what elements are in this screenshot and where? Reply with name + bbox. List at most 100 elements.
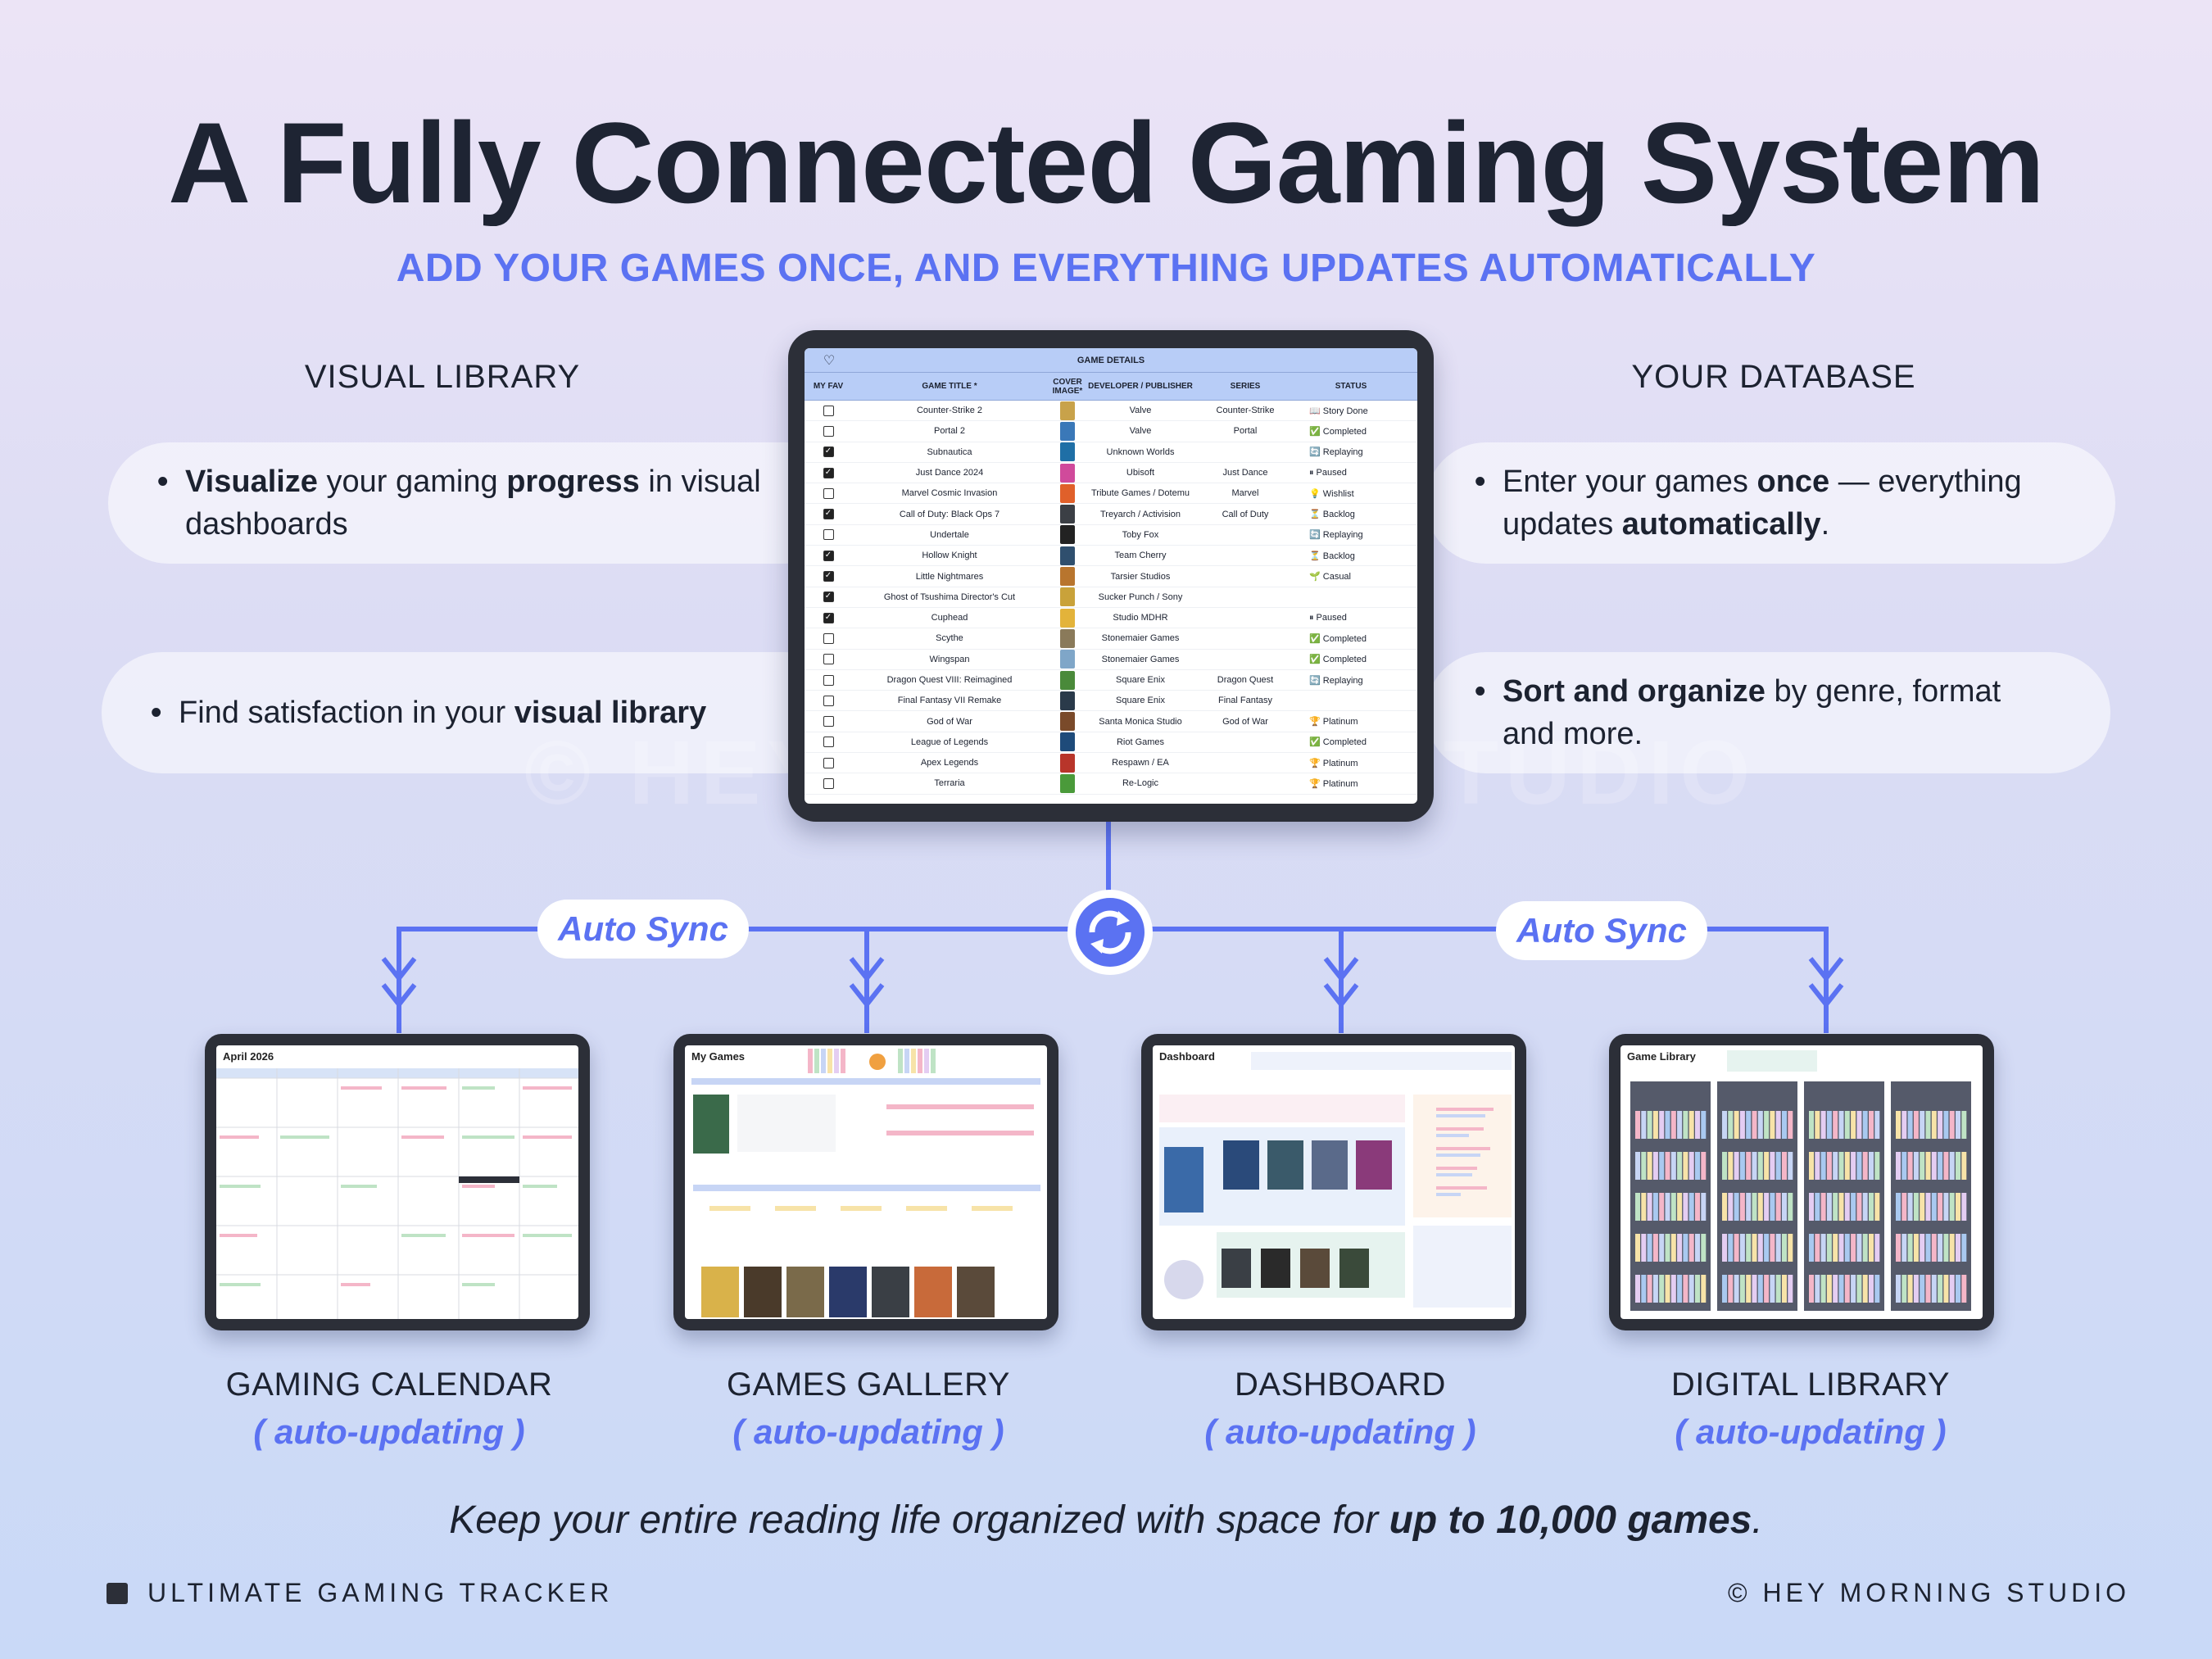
series-cell[interactable]: Dragon Quest [1217,675,1274,685]
fav-checkbox[interactable] [823,632,834,644]
developer-cell[interactable]: Stonemaier Games [1101,654,1180,664]
status-dropdown[interactable]: 🔄 Replaying [1309,675,1363,686]
status-dropdown[interactable]: 🏆 Platinum [1309,778,1358,789]
table-row[interactable]: Portal 2 Valve Portal ✅ Completed [805,421,1417,442]
fav-checkbox[interactable] [823,757,834,768]
fav-checkbox[interactable] [823,695,834,706]
developer-cell[interactable]: Tarsier Studios [1110,571,1171,582]
table-row[interactable]: Scythe Stonemaier Games ✅ Completed [805,628,1417,650]
status-dropdown[interactable]: ⏸ Paused [1309,612,1347,623]
fav-checkbox[interactable] [823,529,834,541]
series-cell[interactable]: Call of Duty [1222,509,1269,519]
fav-checkbox[interactable]: ✓ [823,571,834,582]
fav-checkbox[interactable]: ✓ [823,509,834,520]
game-title-cell[interactable]: Hollow Knight [922,551,977,561]
col-header[interactable]: MY FAV [813,382,844,391]
col-header[interactable]: SERIES [1230,382,1261,391]
status-dropdown[interactable]: 🏆 Platinum [1309,717,1358,728]
developer-cell[interactable]: Tribute Games / Dotemu [1090,488,1190,499]
game-title-cell[interactable]: Scythe [936,633,963,644]
table-row[interactable]: God of War Santa Monica Studio God of War 🏆… [805,711,1417,732]
status-dropdown[interactable]: 🔄 Replaying [1309,530,1363,541]
developer-cell[interactable]: Re-Logic [1122,778,1159,789]
status-dropdown[interactable]: ✅ Completed [1309,426,1367,437]
developer-cell[interactable]: Valve [1129,406,1152,416]
table-row[interactable]: Counter-Strike 2 Valve Counter-Strike 📖 Sto… [805,401,1417,422]
developer-cell[interactable]: Valve [1129,426,1152,437]
fav-checkbox[interactable]: ✓ [823,467,834,478]
developer-cell[interactable]: Team Cherry [1114,551,1167,561]
game-title-cell[interactable]: Counter-Strike 2 [916,406,983,416]
game-title-cell[interactable]: Call of Duty: Black Ops 7 [899,509,1000,519]
developer-cell[interactable]: Respawn / EA [1112,758,1169,768]
table-row[interactable]: ✓ Just Dance 2024 Ubisoft Just Dance ⏸ Pause… [805,463,1417,484]
fav-checkbox[interactable]: ✓ [823,446,834,458]
fav-checkbox[interactable]: ✓ [823,592,834,603]
developer-cell[interactable]: Unknown Worlds [1106,446,1175,457]
col-header[interactable]: STATUS [1335,382,1367,391]
status-dropdown[interactable]: 📖 Story Done [1309,406,1368,416]
status-dropdown[interactable]: ✅ Completed [1309,655,1367,665]
game-title-cell[interactable]: Wingspan [929,654,970,664]
table-row[interactable]: ✓ Hollow Knight Team Cherry ⏳ Backlog [805,546,1417,567]
developer-cell[interactable]: Sucker Punch / Sony [1098,592,1183,602]
status-dropdown[interactable]: 🌱 Casual [1309,572,1351,582]
series-cell[interactable]: Marvel [1231,488,1259,499]
fav-checkbox[interactable] [823,425,834,437]
developer-cell[interactable]: Toby Fox [1122,529,1159,540]
developer-cell[interactable]: Santa Monica Studio [1099,716,1182,727]
developer-cell[interactable]: Treyarch / Activision [1099,509,1181,519]
table-row[interactable]: ✓ Little Nightmares Tarsier Studios 🌱 Casua… [805,566,1417,587]
fav-checkbox[interactable] [823,674,834,686]
fav-checkbox[interactable]: ✓ [823,550,834,561]
fav-checkbox[interactable] [823,777,834,789]
status-dropdown[interactable]: 🔄 Replaying [1309,447,1363,458]
developer-cell[interactable]: Square Enix [1116,696,1165,706]
series-cell[interactable]: Counter-Strike [1216,406,1275,416]
series-cell[interactable]: Just Dance [1222,468,1268,478]
table-row[interactable]: Wingspan Stonemaier Games ✅ Completed [805,650,1417,670]
status-dropdown[interactable]: ⏳ Backlog [1309,551,1355,561]
status-dropdown[interactable]: 💡 Wishlist [1309,488,1354,499]
col-header[interactable]: DEVELOPER / PUBLISHER [1088,382,1193,391]
fav-checkbox[interactable]: ✓ [823,612,834,623]
status-dropdown[interactable]: ✅ Completed [1309,633,1367,644]
fav-checkbox[interactable] [823,737,834,748]
fav-checkbox[interactable] [823,654,834,665]
developer-cell[interactable]: Studio MDHR [1113,613,1168,623]
table-row[interactable]: ✓ Cuphead Studio MDHR ⏸ Paused [805,608,1417,629]
status-dropdown[interactable]: ⏸ Paused [1309,467,1347,478]
table-row[interactable]: Terraria Re-Logic 🏆 Platinum [805,773,1417,795]
col-header[interactable]: COVER IMAGE* [1052,377,1083,396]
game-title-cell[interactable]: Portal 2 [934,426,965,437]
game-title-cell[interactable]: Terraria [934,778,965,789]
game-title-cell[interactable]: Cuphead [931,613,968,623]
series-cell[interactable]: God of War [1222,716,1268,727]
fav-checkbox[interactable] [823,487,834,499]
table-row[interactable]: ✓ Call of Duty: Black Ops 7 Treyarch / Act… [805,504,1417,525]
series-cell[interactable]: Portal [1233,426,1258,437]
col-header[interactable]: GAME TITLE * [922,382,977,391]
fav-checkbox[interactable] [823,405,834,416]
fav-checkbox[interactable] [823,716,834,728]
game-title-cell[interactable]: Just Dance 2024 [915,468,984,478]
developer-cell[interactable]: Ubisoft [1126,468,1155,478]
game-title-cell[interactable]: God of War [927,716,972,727]
game-title-cell[interactable]: Subnautica [927,446,972,457]
table-row[interactable]: ✓ Subnautica Unknown Worlds 🔄 Replaying [805,442,1417,463]
status-dropdown[interactable]: ⏳ Backlog [1309,510,1355,520]
developer-cell[interactable]: Riot Games [1116,737,1165,747]
game-title-cell[interactable]: Marvel Cosmic Invasion [901,488,998,499]
developer-cell[interactable]: Stonemaier Games [1101,633,1180,644]
series-cell[interactable]: Final Fantasy [1217,696,1273,706]
game-title-cell[interactable]: Little Nightmares [915,571,984,582]
game-title-cell[interactable]: Apex Legends [920,758,979,768]
game-title-cell[interactable]: League of Legends [910,737,989,747]
status-dropdown[interactable]: ✅ Completed [1309,737,1367,748]
table-row[interactable]: League of Legends Riot Games ✅ Completed [805,732,1417,754]
developer-cell[interactable]: Square Enix [1116,675,1165,685]
